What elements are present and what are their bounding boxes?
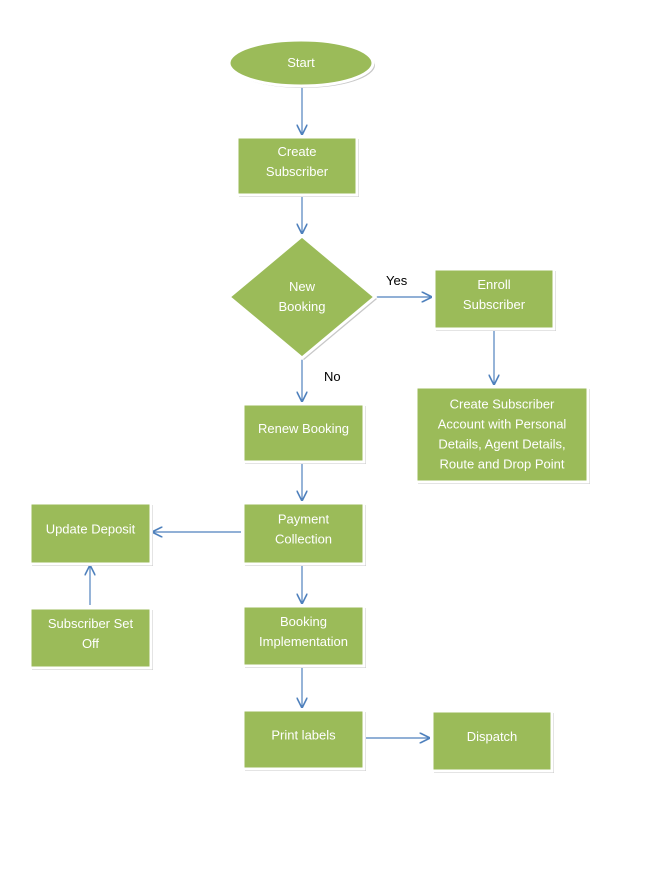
dispatch-node-label-line: Dispatch [467,729,518,744]
create-account-node-label-line: Create Subscriber [450,397,555,412]
payment-collection-node-shape [241,501,366,566]
dispatch-node: Dispatch [430,709,554,773]
start-node: Start [227,38,375,88]
start-node-shape [227,38,375,88]
subscriber-set-off-node-label-line: Subscriber Set [48,616,134,631]
create-account-node-shape [414,385,590,484]
renew-booking-node-label: Renew Booking [258,421,349,436]
print-labels-node: Print labels [241,708,366,771]
update-deposit-node-shape [28,501,153,566]
start-node-label: Start [287,55,315,70]
update-deposit-node: Update Deposit [28,501,153,566]
print-labels-node-label: Print labels [271,728,336,743]
booking-implementation-node-label-line: Implementation [259,634,348,649]
create-subscriber-node-shape [235,135,359,197]
new-booking-decision-label-line: New [289,279,316,294]
create-account-node-label-line: Route and Drop Point [439,457,564,472]
update-deposit-node-label-line: Update Deposit [46,522,136,537]
new-booking-decision-shape [226,234,378,360]
new-booking-decision-label-line: Booking [279,299,326,314]
booking-implementation-node-shape [241,604,366,668]
create-account-node-label-line: Account with Personal [438,417,567,432]
booking-implementation-node-label-line: Booking [280,614,327,629]
payment-collection-node-label-line: Collection [275,532,332,547]
edges [90,87,494,738]
subscriber-set-off-node-shape [28,606,153,670]
enroll-subscriber-node-shape [432,267,556,331]
subscriber-set-off-node-label-line: Off [82,636,99,651]
enroll-subscriber-node-label-line: Subscriber [463,297,526,312]
payment-collection-node-label-line: Payment [278,512,330,527]
start-node-label-line: Start [287,55,315,70]
create-account-node-label-line: Details, Agent Details, [438,437,565,452]
enroll-subscriber-node-label-line: Enroll [477,277,510,292]
yes-label: Yes [386,273,408,288]
renew-booking-node-shape [241,402,366,464]
update-deposit-node-label: Update Deposit [46,522,136,537]
create-subscriber-node-label-line: Subscriber [266,164,329,179]
print-labels-node-shape [241,708,366,771]
dispatch-node-shape [430,709,554,773]
renew-booking-node: Renew Booking [241,402,366,464]
renew-booking-node-label-line: Renew Booking [258,421,349,436]
create-subscriber-node-label-line: Create [277,144,316,159]
no-label: No [324,369,341,384]
dispatch-node-label: Dispatch [467,729,518,744]
print-labels-node-label-line: Print labels [271,728,336,743]
